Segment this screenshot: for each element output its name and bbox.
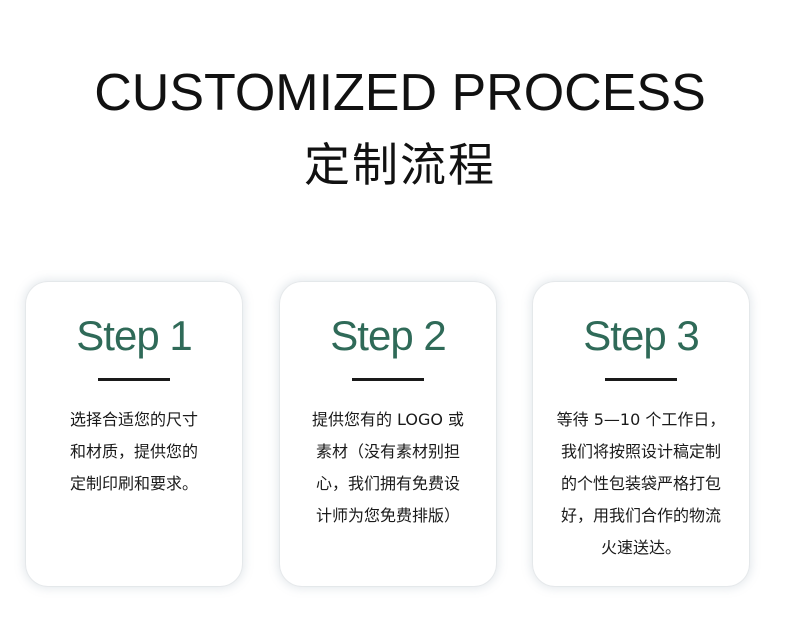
step-card-1: Step 1 选择合适您的尺寸 和材质，提供您的 定制印刷和要求。 (26, 282, 242, 586)
step-description-line: 定制印刷和要求。 (69, 474, 198, 493)
page-title-english: CUSTOMIZED PROCESS (94, 64, 706, 122)
step-description: 选择合适您的尺寸 和材质，提供您的 定制印刷和要求。 (44, 404, 224, 500)
step-description-line: 素材（没有素材别担 (315, 442, 460, 461)
step-description-line: 计师为您免费排版） (315, 506, 460, 525)
step-description-line: 火速送达。 (600, 538, 681, 557)
step-title: Step 3 (583, 312, 699, 359)
step-description-line: 等待 5—10 个工作日， (556, 410, 726, 429)
step-description-line: 的个性包装袋严格打包 (560, 474, 721, 493)
step-description-line: 提供您有的 LOGO 或 (311, 410, 465, 429)
page-title-chinese: 定制流程 (304, 138, 496, 192)
step-description: 提供您有的 LOGO 或 素材（没有素材别担 心，我们拥有免费设 计师为您免费排… (298, 404, 478, 532)
step-description-line: 选择合适您的尺寸 (69, 410, 198, 429)
step-title: Step 1 (76, 312, 192, 359)
step-card-2: Step 2 提供您有的 LOGO 或 素材（没有素材别担 心，我们拥有免费设 … (280, 282, 496, 586)
step-description-line: 和材质，提供您的 (69, 442, 198, 461)
step-divider (352, 378, 424, 381)
step-description: 等待 5—10 个工作日， 我们将按照设计稿定制 的个性包装袋严格打包 好，用我… (551, 404, 731, 564)
step-card-3: Step 3 等待 5—10 个工作日， 我们将按照设计稿定制 的个性包装袋严格… (533, 282, 749, 586)
step-description-line: 好，用我们合作的物流 (560, 506, 721, 525)
step-divider (605, 378, 677, 381)
step-title: Step 2 (330, 312, 446, 359)
step-divider (98, 378, 170, 381)
step-description-line: 我们将按照设计稿定制 (560, 442, 721, 461)
step-description-line: 心，我们拥有免费设 (315, 474, 460, 493)
